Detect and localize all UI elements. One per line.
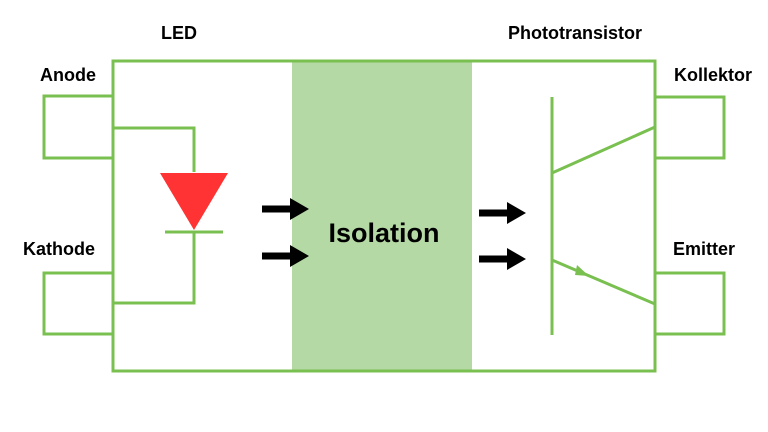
package-outline	[111, 59, 657, 373]
led-triangle	[160, 173, 228, 230]
led-kathode-wire	[113, 232, 196, 305]
emitter-arrow-icon	[575, 265, 589, 276]
arrow-right-icon	[479, 202, 526, 224]
transistor-collector-line	[551, 125, 656, 175]
led-label: LED	[161, 23, 197, 43]
kathode-label: Kathode	[23, 239, 95, 259]
anode-pin	[42, 94, 113, 160]
emitter-pin	[655, 271, 726, 336]
arrow-right-icon	[479, 248, 526, 270]
transistor-emitter-line	[551, 258, 656, 306]
isolation-barrier	[292, 62, 472, 371]
isolation-label: Isolation	[328, 218, 439, 248]
kollektor-pin	[655, 95, 726, 160]
phototransistor-icon	[550, 97, 656, 335]
emitter-label: Emitter	[673, 239, 735, 259]
arrow-right-icon	[262, 245, 309, 267]
led-anode-wire	[113, 126, 196, 172]
phototransistor-label: Phototransistor	[508, 23, 642, 43]
kollektor-label: Kollektor	[674, 65, 752, 85]
led-icon	[160, 173, 228, 234]
kathode-pin	[42, 271, 113, 336]
arrow-right-icon	[262, 198, 309, 220]
anode-label: Anode	[40, 65, 96, 85]
